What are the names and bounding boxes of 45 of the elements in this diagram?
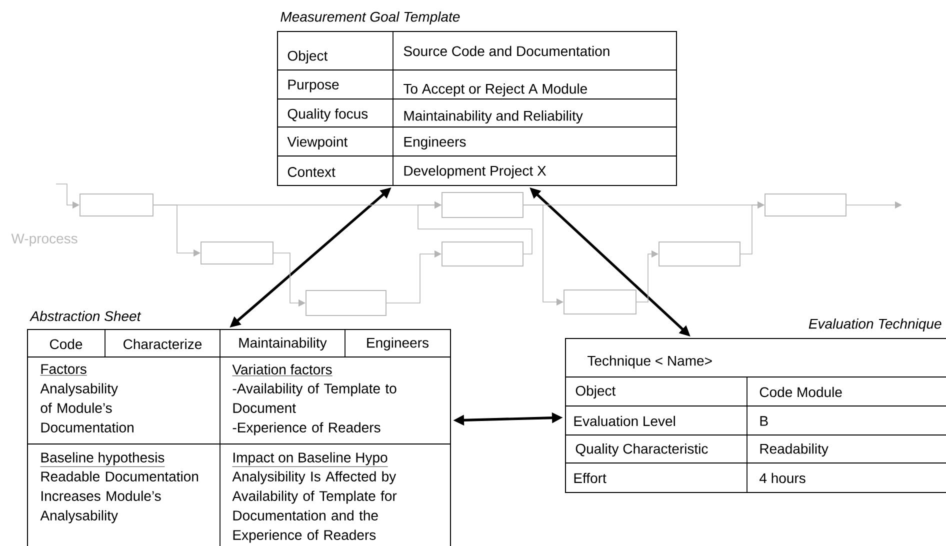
field-value: To Accept or Reject A Module xyxy=(404,83,587,97)
list-item: -Experience of Readers xyxy=(232,422,380,436)
field-value: Maintainability and Reliability xyxy=(404,110,583,124)
field-name: Purpose xyxy=(288,80,339,92)
field-value: Source Code and Documentation xyxy=(404,46,610,56)
table-heading: Evaluation Technique xyxy=(808,318,942,332)
table-title: Technique < Name> xyxy=(588,355,712,369)
table-heading: Abstraction Sheet xyxy=(30,310,142,322)
process-box xyxy=(80,194,154,216)
process-box xyxy=(764,194,846,216)
section-heading: Impact on Baseline Hypo xyxy=(232,452,388,467)
field-value: Development Project X xyxy=(404,165,546,179)
header-item: Characterize xyxy=(124,338,202,350)
field-name: Object xyxy=(288,50,328,64)
arrow xyxy=(418,201,532,254)
field-value: Engineers xyxy=(404,136,466,150)
process-label: W-process xyxy=(11,234,78,246)
process-box xyxy=(200,242,274,264)
section-text: Analysibility Is Affected by Availability of Template for Documentation and the Experience of Readers xyxy=(232,471,397,543)
section-text: Readable Documentation Increases Module’s Analysability xyxy=(40,471,198,524)
table-heading: Measurement Goal Template xyxy=(280,11,460,25)
section-text: Analysability of Module’s Documentation xyxy=(40,383,134,432)
header-item: Maintainability xyxy=(239,337,327,351)
header-item: Code xyxy=(50,338,82,350)
process-box xyxy=(658,242,740,266)
process-box xyxy=(442,242,524,266)
field-name: Evaluation Level xyxy=(574,416,675,426)
section-heading: Variation factors xyxy=(232,364,333,376)
field-name: Effort xyxy=(574,472,606,484)
process-box xyxy=(442,192,524,218)
field-name: Context xyxy=(288,167,336,177)
field-name: Quality Characteristic xyxy=(576,443,708,457)
section-heading: Baseline hypothesis xyxy=(40,452,165,467)
process-box xyxy=(306,290,386,316)
field-value: Code Module xyxy=(760,386,842,398)
field-name: Quality focus xyxy=(288,108,368,122)
field-name: Viewpoint xyxy=(287,136,348,150)
list-item: -Availability of Template to Document xyxy=(232,383,396,413)
field-value: Readability xyxy=(760,443,828,457)
field-name: Object xyxy=(576,385,616,399)
field-value: 4 hours xyxy=(760,472,806,484)
section-heading: Factors xyxy=(40,364,88,376)
field-value: B xyxy=(760,416,768,426)
process-box xyxy=(564,290,636,314)
header-item: Engineers xyxy=(367,337,428,351)
